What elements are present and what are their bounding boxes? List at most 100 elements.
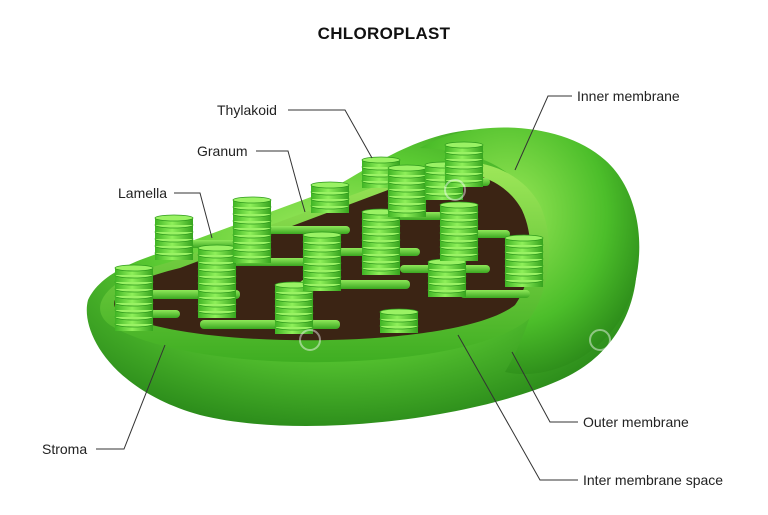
thylakoid-disk [275, 285, 313, 292]
thylakoid-disk [233, 207, 271, 214]
thylakoid-disk [233, 221, 271, 228]
thylakoid-disk [440, 219, 478, 226]
granum-stack [154, 214, 194, 260]
label-stroma: Stroma [42, 441, 88, 457]
thylakoid-disk [198, 283, 236, 290]
thylakoid-disk [425, 179, 463, 186]
thylakoid-disk [233, 200, 271, 207]
thylakoid-disk-top [439, 201, 479, 209]
granum-leader [256, 150, 306, 213]
thylakoid-disk [388, 189, 426, 196]
thylakoid-disk [440, 254, 478, 261]
granum-stack [302, 231, 342, 291]
thylakoid-disk [388, 203, 426, 210]
thylakoid-disk [445, 159, 483, 166]
thylakoid-disk [505, 259, 543, 266]
granum-stack [427, 258, 467, 297]
thylakoid-disk [115, 275, 153, 282]
inter-membrane-space-leader [457, 334, 578, 481]
thylakoid-disk [198, 269, 236, 276]
thylakoid-disk [362, 212, 400, 219]
thylakoid-disk [445, 152, 483, 159]
thylakoid-disk [303, 256, 341, 263]
thylakoid-disk [388, 168, 426, 175]
thylakoid-disk-top [361, 156, 401, 164]
thylakoid-disk [115, 296, 153, 303]
thylakoid-disk [440, 226, 478, 233]
thylakoid-disk [155, 239, 193, 246]
thylakoid-disk [362, 160, 400, 167]
thylakoid-disk [505, 280, 543, 287]
thylakoid-disk [388, 182, 426, 189]
thylakoid-disk-top [379, 308, 419, 316]
thylakoid-disk [275, 299, 313, 306]
label-thylakoid: Thylakoid [217, 102, 277, 118]
thylakoid-disk [445, 173, 483, 180]
thylakoid-disk [303, 277, 341, 284]
thylakoid-disk [362, 181, 400, 188]
thylakoid-disk [198, 297, 236, 304]
thylakoid-disk [275, 313, 313, 320]
thylakoid-disk [311, 206, 349, 213]
thylakoid-disk [380, 326, 418, 333]
thylakoid-disk [440, 205, 478, 212]
thylakoid-disk [428, 276, 466, 283]
thylakoid-disk [380, 319, 418, 326]
thylakoid-disk-top [302, 231, 342, 239]
label-outer-membrane: Outer membrane [583, 414, 689, 430]
thylakoid-disk-top [232, 196, 272, 204]
label-granum: Granum [197, 143, 248, 159]
thylakoid-disk [233, 235, 271, 242]
thylakoid-disk [440, 240, 478, 247]
thylakoid-disk [362, 233, 400, 240]
thylakoid-disk [233, 228, 271, 235]
thylakoid-disk [505, 245, 543, 252]
thylakoid-disk [505, 266, 543, 273]
thylakoid-disk [275, 327, 313, 334]
thylakoid-disk-top [504, 234, 544, 242]
thylakoid-disk [198, 290, 236, 297]
lamella-leader [174, 192, 213, 239]
thylakoid-disk [425, 172, 463, 179]
thylakoid-disk [275, 320, 313, 327]
thylakoid-disk [311, 192, 349, 199]
granum-stack [232, 196, 272, 263]
thylakoid-disk [115, 268, 153, 275]
thylakoid-disk [362, 219, 400, 226]
granum-stack [504, 234, 544, 287]
granum-stack [361, 208, 401, 275]
thylakoid-disk [362, 174, 400, 181]
outer-membrane-leader [511, 351, 578, 423]
thylakoid-disk [115, 303, 153, 310]
thylakoid-disk [388, 196, 426, 203]
thylakoid-disk [428, 290, 466, 297]
label-lamella: Lamella [118, 185, 168, 201]
thylakoid-disk [275, 306, 313, 313]
thylakoid-disk [233, 256, 271, 263]
thylakoid-disk [198, 255, 236, 262]
label-inner-membrane: Inner membrane [577, 88, 680, 104]
thylakoid-disk [303, 242, 341, 249]
thylakoid-disk [425, 186, 463, 193]
thylakoid-disk [303, 249, 341, 256]
leader-lines [96, 95, 578, 481]
thylakoid-disk [233, 249, 271, 256]
watermark-marks [299, 179, 611, 351]
thylakoid-disk [115, 282, 153, 289]
thylakoid-disk [155, 246, 193, 253]
thylakoid-disk [115, 289, 153, 296]
thylakoid-disk [440, 212, 478, 219]
granum-stack [379, 308, 419, 333]
thylakoid-disk [428, 283, 466, 290]
thylakoid-disk [198, 304, 236, 311]
thylakoid-disk [155, 253, 193, 260]
thylakoid-disk-top [114, 264, 154, 272]
thylakoid-disk [198, 276, 236, 283]
thylakoid-disk [362, 247, 400, 254]
thylakoid-disk [440, 233, 478, 240]
granum-stack [439, 201, 479, 261]
thylakoid-disk [428, 262, 466, 269]
granum-stack [197, 244, 237, 318]
thylakoid-disk [445, 166, 483, 173]
